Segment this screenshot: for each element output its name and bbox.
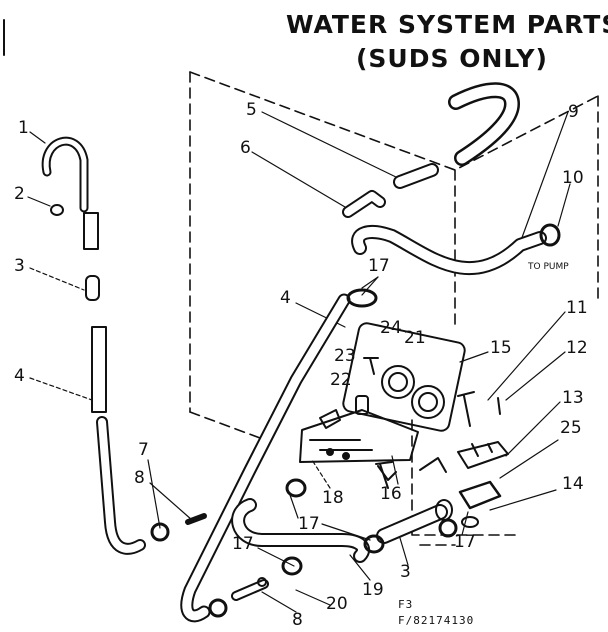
callout-17-right: 17 <box>454 532 476 552</box>
left-short-tube <box>83 212 99 250</box>
part-3-coupling-inner <box>378 506 446 542</box>
to-pump-label: TO PUMP <box>528 262 569 272</box>
callout-8-bottom: 8 <box>292 610 303 630</box>
callout-4-left: 4 <box>14 366 25 386</box>
callout-3: 3 <box>14 256 25 276</box>
callout-11: 11 <box>566 298 588 318</box>
callout-7: 7 <box>138 440 149 460</box>
callout-1: 1 <box>18 118 29 138</box>
callout-25: 25 <box>560 418 582 438</box>
part-4-tube <box>91 326 107 413</box>
callout-5: 5 <box>246 100 257 120</box>
part-22-solenoid <box>319 409 341 429</box>
callout-14: 14 <box>562 474 584 494</box>
callout-21: 21 <box>404 328 426 348</box>
diagonal-hose-inner <box>182 295 349 621</box>
footer-line-2: F/82174130 <box>398 614 475 627</box>
valve-assembly <box>299 322 466 481</box>
callout-9: 9 <box>568 102 579 122</box>
part-16-screw <box>375 461 393 489</box>
callout-15: 15 <box>490 338 512 358</box>
callout-13: 13 <box>562 388 584 408</box>
callout-2: 2 <box>14 184 25 204</box>
title-line-2: (SUDS ONLY) <box>356 44 548 73</box>
part-14-nut <box>461 516 479 528</box>
leader-lines <box>27 111 571 613</box>
callout-17-top: 17 <box>368 256 390 276</box>
callout-3-bottom: 3 <box>400 562 411 582</box>
callout-12: 12 <box>566 338 588 358</box>
part-9-upper-hose-inner <box>450 84 518 164</box>
callout-20: 20 <box>326 594 348 614</box>
callout-10: 10 <box>562 168 584 188</box>
part-7-fitting <box>185 513 207 525</box>
part-17-clamp-b <box>363 534 385 554</box>
part-17-clamp-d <box>438 518 458 538</box>
callout-4-right: 4 <box>280 288 291 308</box>
part-10-clamp <box>539 223 561 247</box>
title-line-1: WATER SYSTEM PARTS <box>286 10 608 39</box>
callout-16: 16 <box>380 484 402 504</box>
part-6-elbow-inner <box>344 192 384 216</box>
lower-tube-inner <box>98 418 144 553</box>
cabinet-outline <box>189 71 599 546</box>
part-20-fitting-end <box>257 577 267 587</box>
part-19-hose-inner <box>233 500 369 561</box>
part-11-bolt <box>457 391 475 427</box>
callout-23: 23 <box>334 346 356 366</box>
callout-19: 19 <box>362 580 384 600</box>
callout-18: 18 <box>322 488 344 508</box>
part-8-clamp-b <box>208 598 228 618</box>
part-12-pin <box>497 397 501 415</box>
footer-line-1: F3 <box>398 598 414 611</box>
part-1-hose-inner <box>43 138 87 211</box>
callout-17-left: 17 <box>232 534 254 554</box>
callout-6: 6 <box>240 138 251 158</box>
part-17-clamp-top <box>346 288 378 308</box>
part-5-tube-inner <box>395 165 437 187</box>
part-3-connector <box>85 275 100 301</box>
part-25-clip <box>458 480 502 510</box>
part-2-cap <box>50 204 64 216</box>
callout-22: 22 <box>330 370 352 390</box>
hose-to-pump-inner <box>353 227 545 274</box>
part-8-clamp-a <box>150 522 170 542</box>
callout-24: 24 <box>380 318 402 338</box>
part-23-plunger <box>355 395 369 415</box>
callout-17-mid: 17 <box>298 514 320 534</box>
part-17-clamp-c <box>281 556 303 576</box>
callout-8-left: 8 <box>134 468 145 488</box>
part-24-screw <box>363 357 379 375</box>
part-13-bracket <box>457 441 509 469</box>
part-17-clamp-a <box>285 478 307 498</box>
